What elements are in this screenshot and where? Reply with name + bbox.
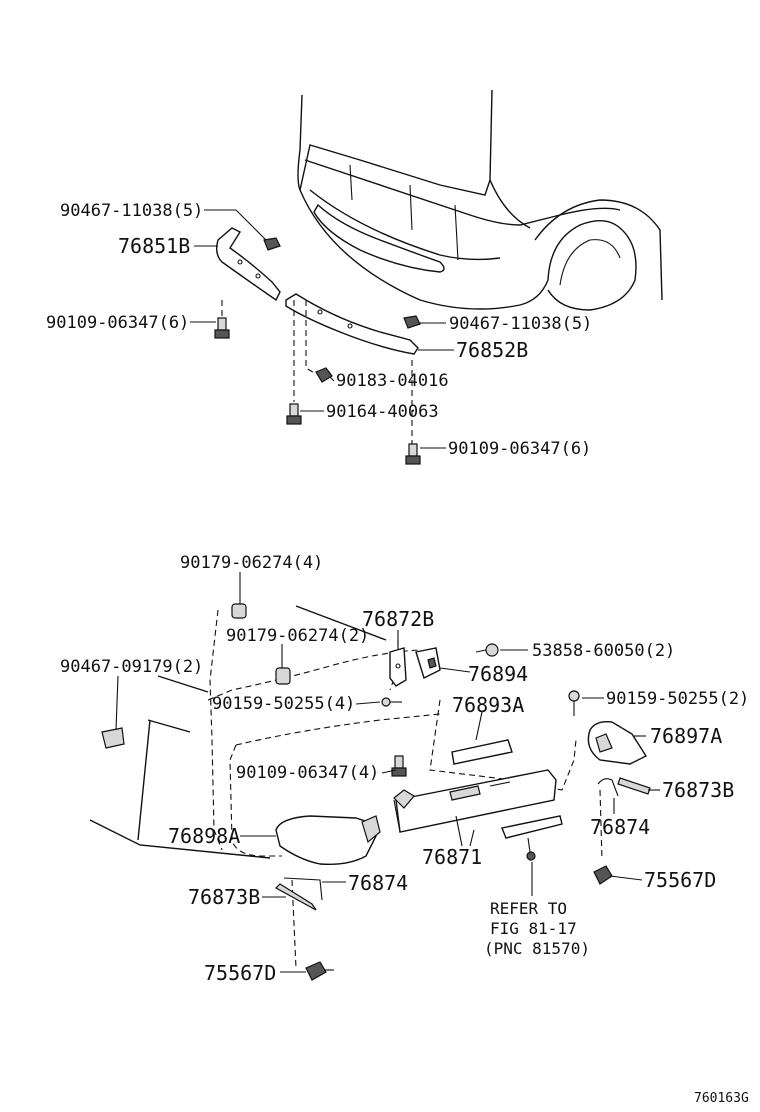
label-90183-04016: 90183-04016 — [336, 371, 449, 391]
label-76893A: 76893A — [452, 693, 524, 717]
label-76894: 76894 — [468, 662, 528, 686]
label-75567D-right: 75567D — [644, 868, 716, 892]
clip-icon — [101, 727, 125, 749]
part-76897A — [587, 720, 648, 765]
part-76893A — [451, 739, 513, 765]
part-76872B — [389, 647, 407, 687]
part-76851B — [215, 227, 281, 302]
license-lamp — [501, 815, 563, 861]
fastener-75567D-right — [593, 865, 613, 885]
part-76873B-left — [275, 883, 317, 911]
screw-icon — [475, 643, 499, 657]
label-76871: 76871 — [422, 845, 482, 869]
part-76873B-right — [617, 777, 651, 795]
label-90109-06347-4: 90109-06347(4) — [236, 763, 379, 783]
reference-note-line1: REFER TO — [490, 899, 567, 918]
screw-icon — [381, 697, 402, 707]
label-90159-50255-4: 90159-50255(4) — [212, 694, 355, 714]
part-76874-left — [283, 877, 323, 901]
label-90179-06274-4: 90179-06274(4) — [180, 553, 323, 573]
label-76874-left: 76874 — [348, 871, 408, 895]
label-76873B-left: 76873B — [188, 885, 260, 909]
label-76852B: 76852B — [456, 338, 528, 362]
label-90467-11038-lower: 90467-11038(5) — [449, 314, 592, 334]
label-90467-09179: 90467-09179(2) — [60, 657, 203, 677]
nut-icon — [275, 667, 291, 685]
label-53858-60050: 53858-60050(2) — [532, 641, 675, 661]
fastener-75567D-left — [305, 961, 334, 981]
vehicle-body-illustration — [297, 89, 663, 311]
label-76898A: 76898A — [168, 824, 240, 848]
part-76898A — [275, 815, 381, 866]
part-76852B — [285, 293, 419, 355]
figure-code: 760163G — [694, 1091, 749, 1106]
label-90164-40063: 90164-40063 — [326, 402, 439, 422]
label-76897A: 76897A — [650, 724, 722, 748]
label-76874-right: 76874 — [590, 815, 650, 839]
bolt-icon — [405, 443, 421, 465]
screw-icon — [286, 403, 302, 425]
part-76874-right — [597, 778, 619, 797]
label-90179-06274-2: 90179-06274(2) — [226, 626, 369, 646]
clip-icon — [263, 237, 281, 251]
reference-note-line2: FIG 81-17 — [490, 919, 577, 938]
label-76851B: 76851B — [118, 234, 190, 258]
bolt-icon — [391, 755, 407, 777]
screw-icon — [568, 690, 580, 716]
nut-icon — [315, 367, 333, 383]
reference-note-line3: (PNC 81570) — [484, 939, 590, 958]
label-90109-06347-left: 90109-06347(6) — [46, 313, 189, 333]
label-90467-11038-upper: 90467-11038(5) — [60, 201, 203, 221]
label-90109-06347-right: 90109-06347(6) — [448, 439, 591, 459]
clip-icon — [403, 315, 421, 329]
label-75567D-left: 75567D — [204, 961, 276, 985]
label-90159-50255-2: 90159-50255(2) — [606, 689, 749, 709]
part-76894 — [415, 647, 441, 679]
label-76872B: 76872B — [362, 607, 434, 631]
label-76873B-right: 76873B — [662, 778, 734, 802]
nut-icon — [231, 603, 247, 619]
bolt-icon — [214, 317, 230, 339]
part-76871 — [393, 769, 557, 833]
